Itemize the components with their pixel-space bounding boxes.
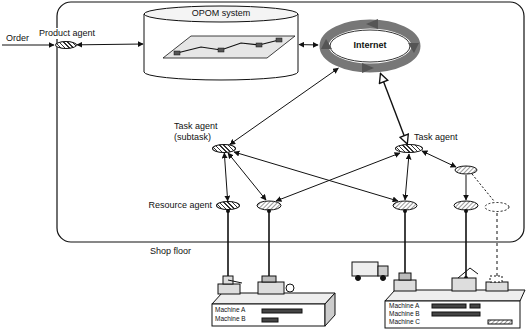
route-step — [218, 48, 224, 52]
polygon-shape — [325, 293, 335, 326]
line-shape — [405, 154, 409, 200]
rect-shape — [258, 282, 284, 294]
rect-shape — [486, 282, 508, 291]
agent-ellipse: Task agent (subtask) — [212, 144, 236, 153]
line-shape — [276, 153, 400, 201]
ellipse-shape — [257, 201, 281, 210]
machine-label: Machine A — [389, 302, 419, 310]
line-shape — [2, 45, 54, 46]
line-shape — [472, 174, 494, 201]
ellipse-shape — [485, 203, 509, 212]
machine-label: Machine B — [389, 310, 420, 318]
line-shape — [228, 280, 242, 283]
polygon-shape — [385, 290, 525, 301]
rect-shape — [490, 276, 502, 282]
circle-shape — [403, 209, 407, 213]
resource-ellipses — [257, 166, 509, 212]
line-shape — [422, 151, 456, 167]
machine-label: Machine B — [215, 315, 246, 323]
rect-shape — [378, 266, 388, 276]
node-label: OPOM system — [143, 4, 299, 19]
line-shape — [465, 211, 467, 278]
rect-shape — [452, 278, 476, 291]
rect-shape — [262, 276, 276, 282]
database-cylinder: OPOM system — [143, 4, 299, 82]
ring-arrow — [408, 43, 419, 53]
agent-label: Resource agent — [147, 200, 213, 211]
rect-shape — [262, 318, 278, 322]
rect-shape — [488, 320, 512, 324]
internet-node: Internet — [318, 18, 422, 74]
plan-plane — [163, 36, 295, 58]
circle-shape — [381, 276, 386, 281]
order-arrow — [2, 45, 54, 46]
system-frame — [57, 2, 524, 242]
agent-ellipse: Task agent — [395, 144, 423, 153]
line-shape — [404, 211, 406, 280]
right-machines — [394, 268, 508, 291]
rect-shape — [352, 262, 378, 276]
shop-floor-wires — [228, 211, 497, 282]
agent-label: Product agent — [38, 28, 96, 39]
line-shape — [268, 211, 270, 282]
line-shape — [466, 175, 467, 200]
rect-shape — [212, 304, 325, 326]
polygon-shape — [212, 293, 335, 304]
agent-ellipse: Resource agent — [216, 201, 240, 210]
agent-links — [228, 151, 494, 201]
agent-ellipse: Product agent — [55, 41, 77, 49]
line-shape — [497, 213, 498, 280]
ellipse-shape — [455, 166, 477, 174]
agent-label: Task agent (subtask) — [173, 121, 231, 143]
line-shape — [458, 268, 470, 278]
agent-label: Task agent — [413, 132, 459, 143]
line-shape — [234, 152, 398, 201]
input-label: Order — [6, 33, 29, 44]
link-arrow — [224, 153, 227, 201]
rect-shape — [399, 273, 411, 280]
rect-shape — [385, 301, 520, 328]
route-step — [256, 43, 262, 47]
line-shape — [470, 268, 478, 274]
ring-arrow — [362, 63, 374, 73]
link-arrow — [380, 73, 407, 144]
circle-shape — [464, 209, 468, 213]
ellipse-shape — [393, 201, 417, 210]
wire-dots — [226, 209, 468, 284]
rect-shape — [432, 312, 480, 316]
route-step — [174, 51, 180, 55]
cylinder-body — [144, 14, 298, 80]
right-platform — [385, 290, 525, 328]
line-shape — [227, 211, 229, 280]
ring-arrow — [366, 19, 378, 29]
rect-shape — [432, 304, 466, 308]
rect-shape — [470, 304, 480, 308]
left-platform — [212, 293, 335, 326]
left-machines — [218, 276, 294, 294]
ellipse-shape — [454, 201, 478, 210]
plan-route — [177, 40, 279, 53]
rect-shape — [218, 284, 240, 294]
machine-label: Machine A — [215, 306, 245, 314]
ring-arrow — [321, 39, 332, 49]
circle-shape — [356, 276, 361, 281]
link-arrow — [299, 44, 318, 45]
machine-label: Machine C — [389, 318, 420, 326]
link-arrow — [77, 44, 143, 46]
rect-shape — [262, 309, 302, 313]
node-label: Internet — [318, 40, 422, 51]
route-step — [276, 38, 282, 42]
rect-shape — [394, 280, 416, 291]
circle-shape — [267, 209, 271, 213]
circle-shape — [286, 284, 294, 292]
area-label: Shop floor — [150, 246, 191, 257]
truck — [352, 262, 388, 281]
